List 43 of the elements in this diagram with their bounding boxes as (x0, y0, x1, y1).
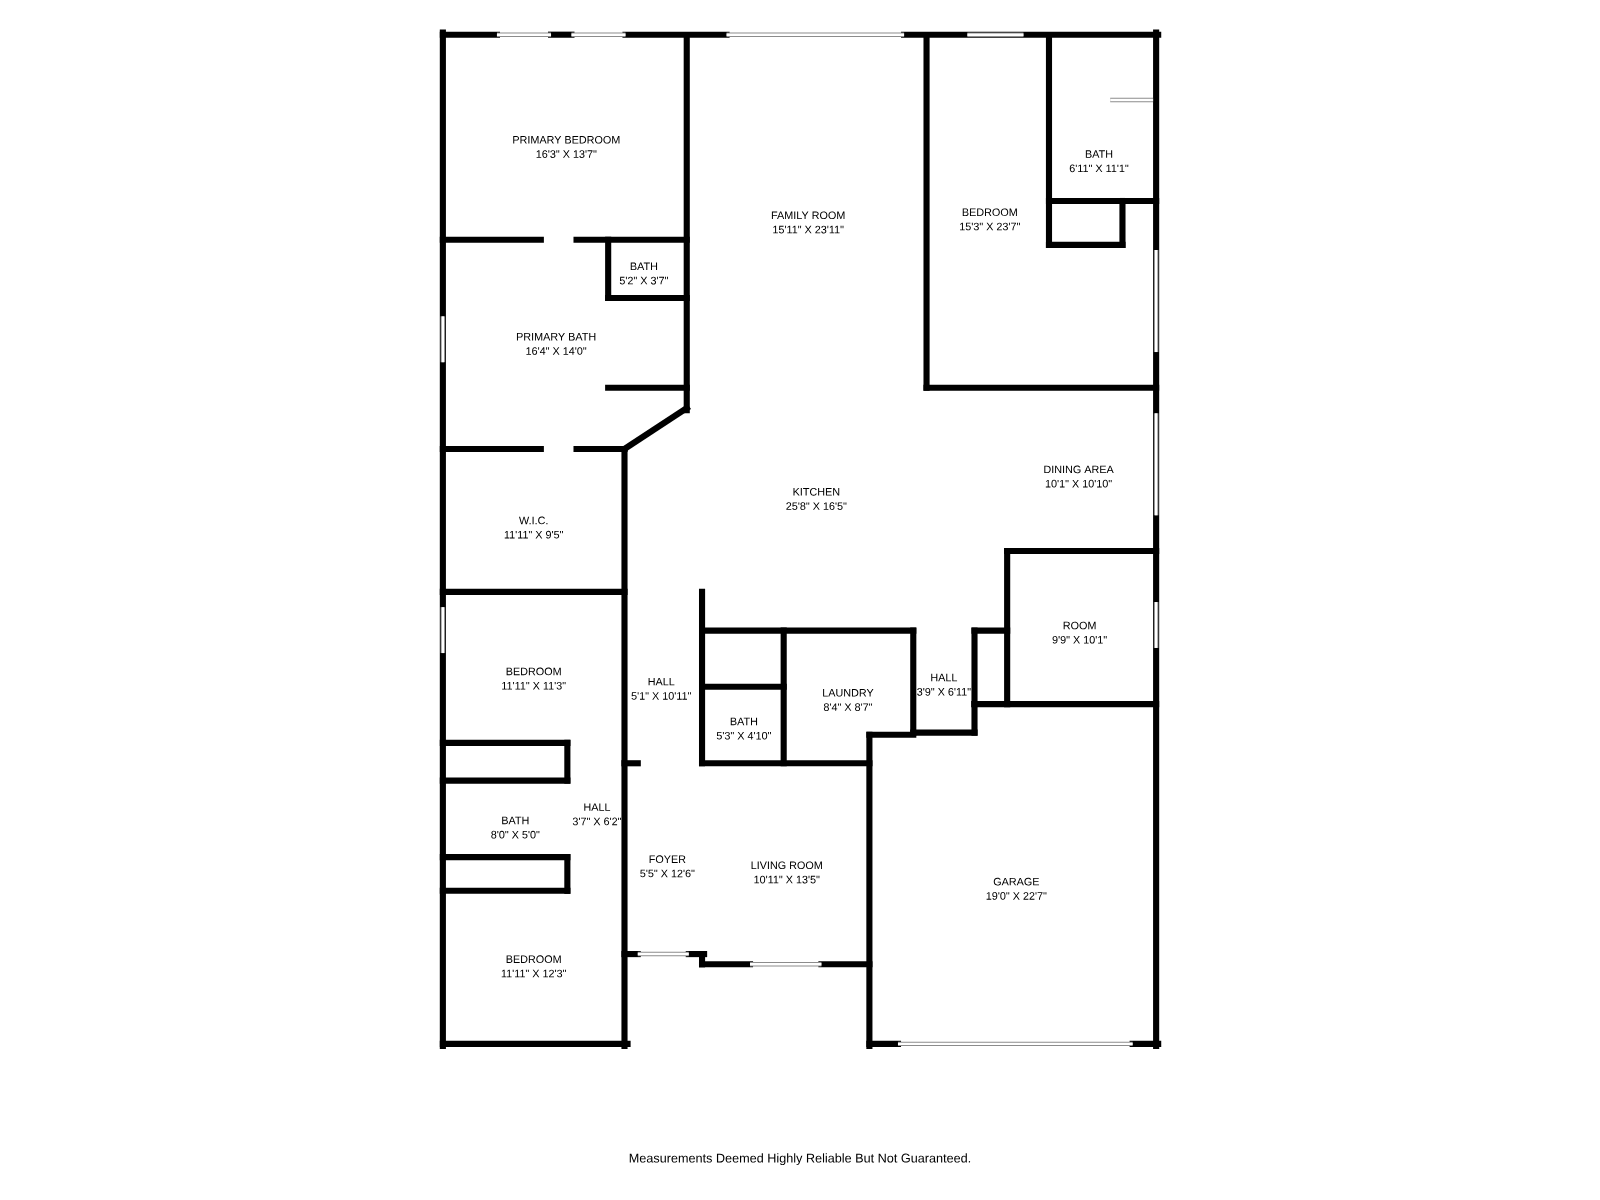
room-name: BATH (502, 816, 529, 825)
room-dimensions: 11'11" X 9'5" (504, 530, 563, 539)
room-name: BEDROOM (506, 667, 561, 676)
room-name: ROOM (1063, 621, 1096, 630)
room-name: LAUNDRY (823, 689, 874, 697)
room-dimensions: 10'11" X 13'5" (754, 875, 820, 884)
room-name: HALL (648, 677, 675, 686)
room-dimensions: 8'4" X 8'7" (823, 703, 873, 711)
room-name: BEDROOM (962, 208, 1017, 217)
room-dimensions: 19'0" X 22'7" (986, 892, 1047, 900)
room-name: HALL (931, 673, 958, 682)
room-dimensions: 16'3" X 13'7" (536, 150, 597, 158)
room-dimensions: 16'4" X 14'0" (526, 347, 587, 355)
room-name: HALL (584, 803, 611, 811)
room-dimensions: 15'11" X 23'11" (773, 225, 844, 234)
room-dimensions: 10'1" X 10'10" (1045, 479, 1112, 488)
room-name: BEDROOM (506, 955, 561, 963)
room-name: FOYER (649, 855, 686, 863)
room-dimensions: 15'3" X 23'7" (960, 222, 1020, 231)
room-dimensions: 25'8" X 16'5" (786, 502, 847, 510)
room-name: BATH (630, 262, 658, 271)
room-name: PRIMARY BATH (516, 333, 596, 341)
room-dimensions: 3'9" X 6'11" (917, 688, 971, 696)
room-dimensions: 5'1" X 10'11" (631, 692, 691, 700)
room-dimensions: 6'11" X 11'1" (1069, 164, 1129, 173)
room-dimensions: 11'11" X 11'3" (502, 681, 566, 690)
room-name: LIVING ROOM (751, 861, 822, 870)
caption: Measurements Deemed Highly Reliable But Not Guaranteed. (629, 1153, 971, 1166)
room-dimensions: 5'5" X 12'6" (640, 869, 695, 878)
room-name: DINING AREA (1044, 465, 1114, 474)
room-dimensions: 11'11" X 12'3" (501, 969, 566, 978)
room-dimensions: 5'3" X 4'10" (716, 731, 771, 740)
room-dimensions: 8'0" X 5'0" (491, 830, 540, 839)
room-name: BATH (1085, 150, 1113, 158)
room-name: BATH (730, 717, 758, 726)
room-dimensions: 3'7" X 6'2" (572, 817, 622, 826)
room-name: PRIMARY BEDROOM (513, 135, 620, 144)
room-name: W.I.C. (519, 516, 548, 525)
room-dimensions: 9'9" X 10'1" (1052, 635, 1107, 644)
room-name: FAMILY ROOM (771, 211, 845, 220)
room-name: KITCHEN (793, 488, 840, 496)
room-dimensions: 5'2" X 3'7" (619, 276, 668, 285)
room-name: GARAGE (993, 877, 1039, 886)
